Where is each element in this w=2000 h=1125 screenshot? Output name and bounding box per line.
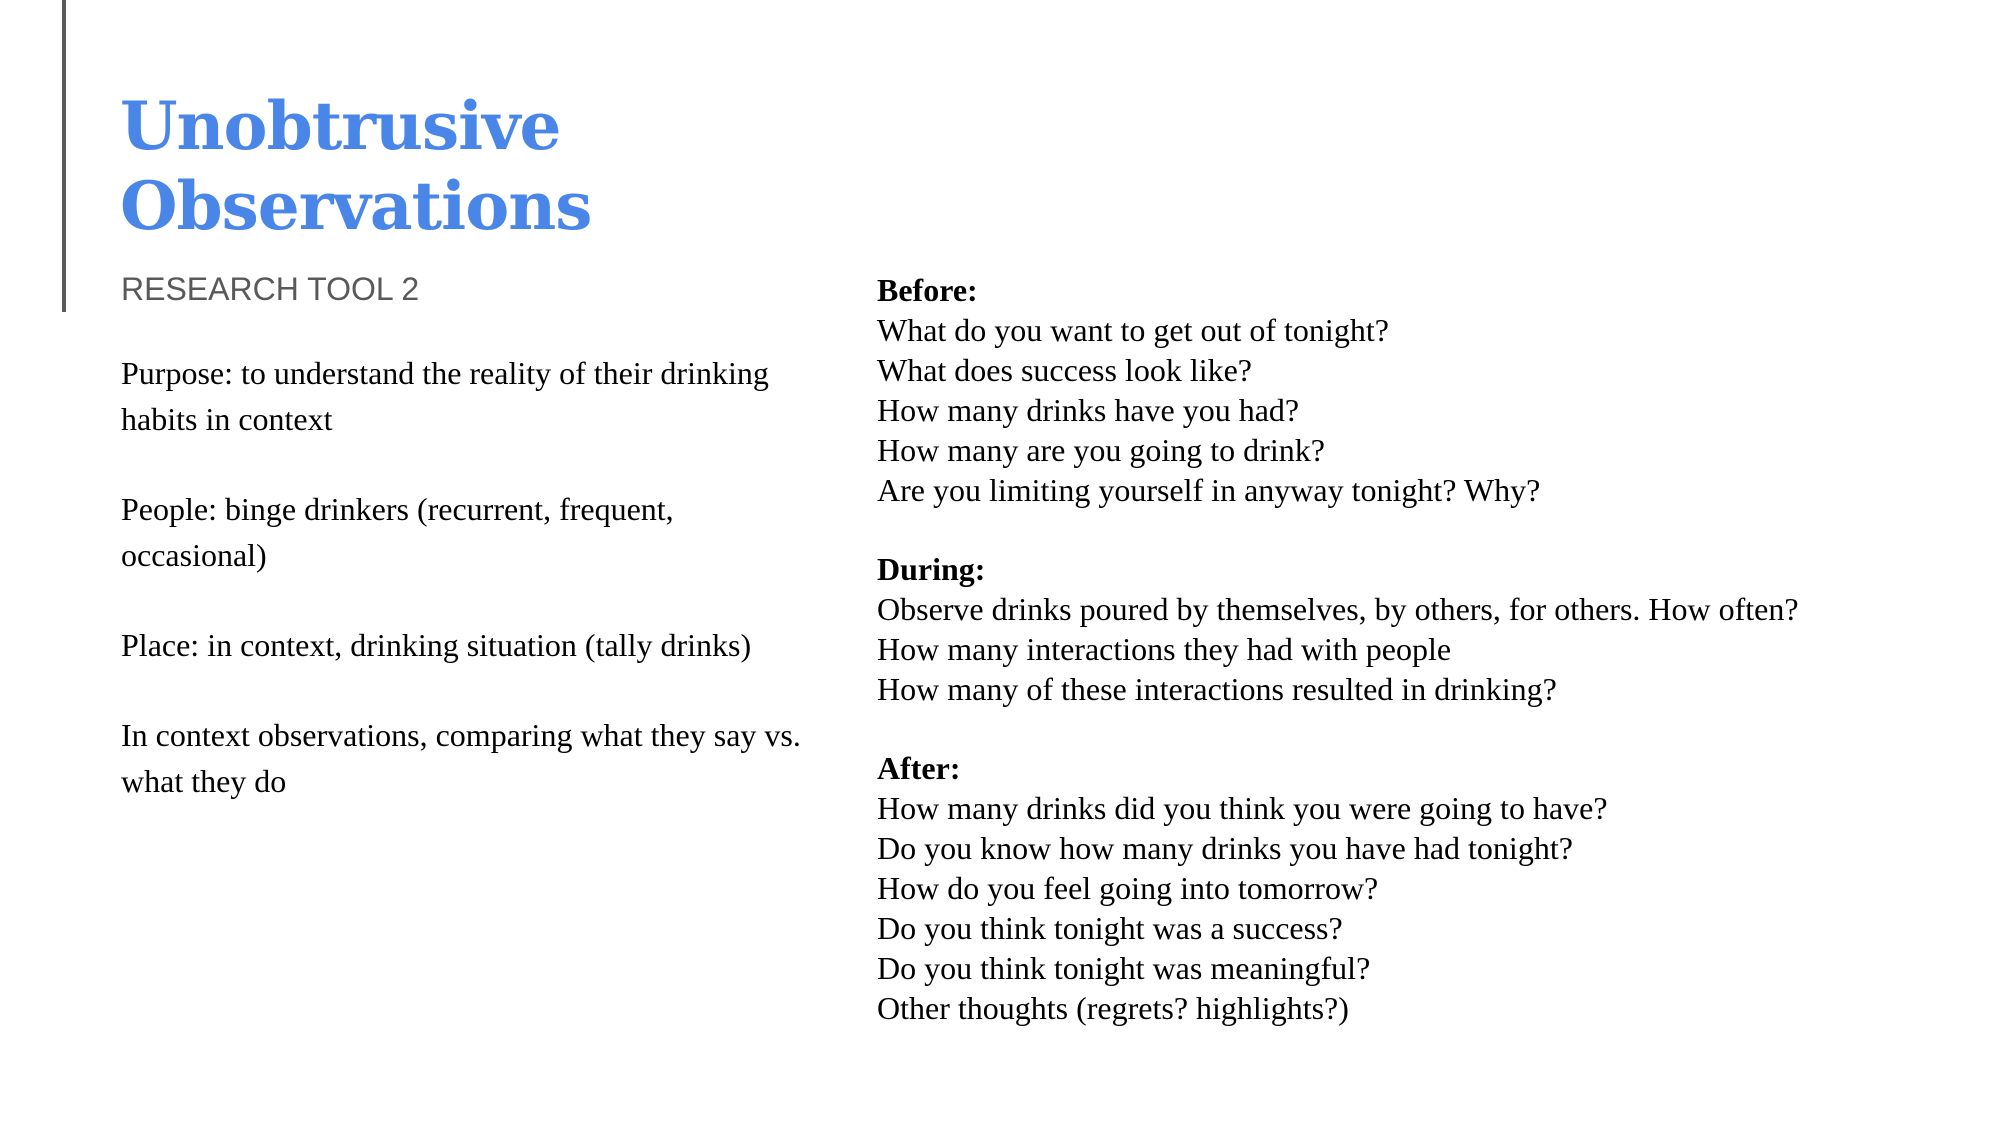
observations-text: In context observations, comparing what … <box>121 717 801 799</box>
slide-title: Unobtrusive Observations <box>120 86 592 246</box>
before-heading: Before: <box>877 272 978 308</box>
place-text: Place: in context, drinking situation (t… <box>121 627 752 663</box>
slide-subtitle: RESEARCH TOOL 2 <box>121 271 420 307</box>
after-question: Do you think tonight was meaningful? <box>877 950 1371 986</box>
purpose-text: Purpose: to understand the reality of th… <box>121 355 769 437</box>
after-question: Other thoughts (regrets? highlights?) <box>877 990 1349 1026</box>
left-column: Purpose: to understand the reality of th… <box>121 350 801 848</box>
before-question: Are you limiting yourself in anyway toni… <box>877 472 1541 508</box>
during-heading: During: <box>877 551 986 587</box>
before-section: Before: What do you want to get out of t… <box>877 270 1937 510</box>
after-heading: After: <box>877 750 961 786</box>
before-question: What does success look like? <box>877 352 1252 388</box>
title-line-1: Unobtrusive <box>120 87 562 165</box>
after-question: Do you think tonight was a success? <box>877 910 1343 946</box>
after-section: After: How many drinks did you think you… <box>877 748 1937 1028</box>
title-line-2: Observations <box>120 167 592 245</box>
accent-bar <box>62 0 66 312</box>
during-item: Observe drinks poured by themselves, by … <box>877 591 1799 627</box>
during-section: During: Observe drinks poured by themsel… <box>877 549 1937 709</box>
during-item: How many interactions they had with peop… <box>877 631 1452 667</box>
before-question: How many drinks have you had? <box>877 392 1300 428</box>
before-question: What do you want to get out of tonight? <box>877 312 1389 348</box>
after-question: How many drinks did you think you were g… <box>877 790 1608 826</box>
after-question: How do you feel going into tomorrow? <box>877 870 1379 906</box>
people-text: People: binge drinkers (recurrent, frequ… <box>121 491 674 573</box>
before-question: How many are you going to drink? <box>877 432 1325 468</box>
right-column: Before: What do you want to get out of t… <box>877 270 1937 1067</box>
during-item: How many of these interactions resulted … <box>877 671 1557 707</box>
after-question: Do you know how many drinks you have had… <box>877 830 1573 866</box>
